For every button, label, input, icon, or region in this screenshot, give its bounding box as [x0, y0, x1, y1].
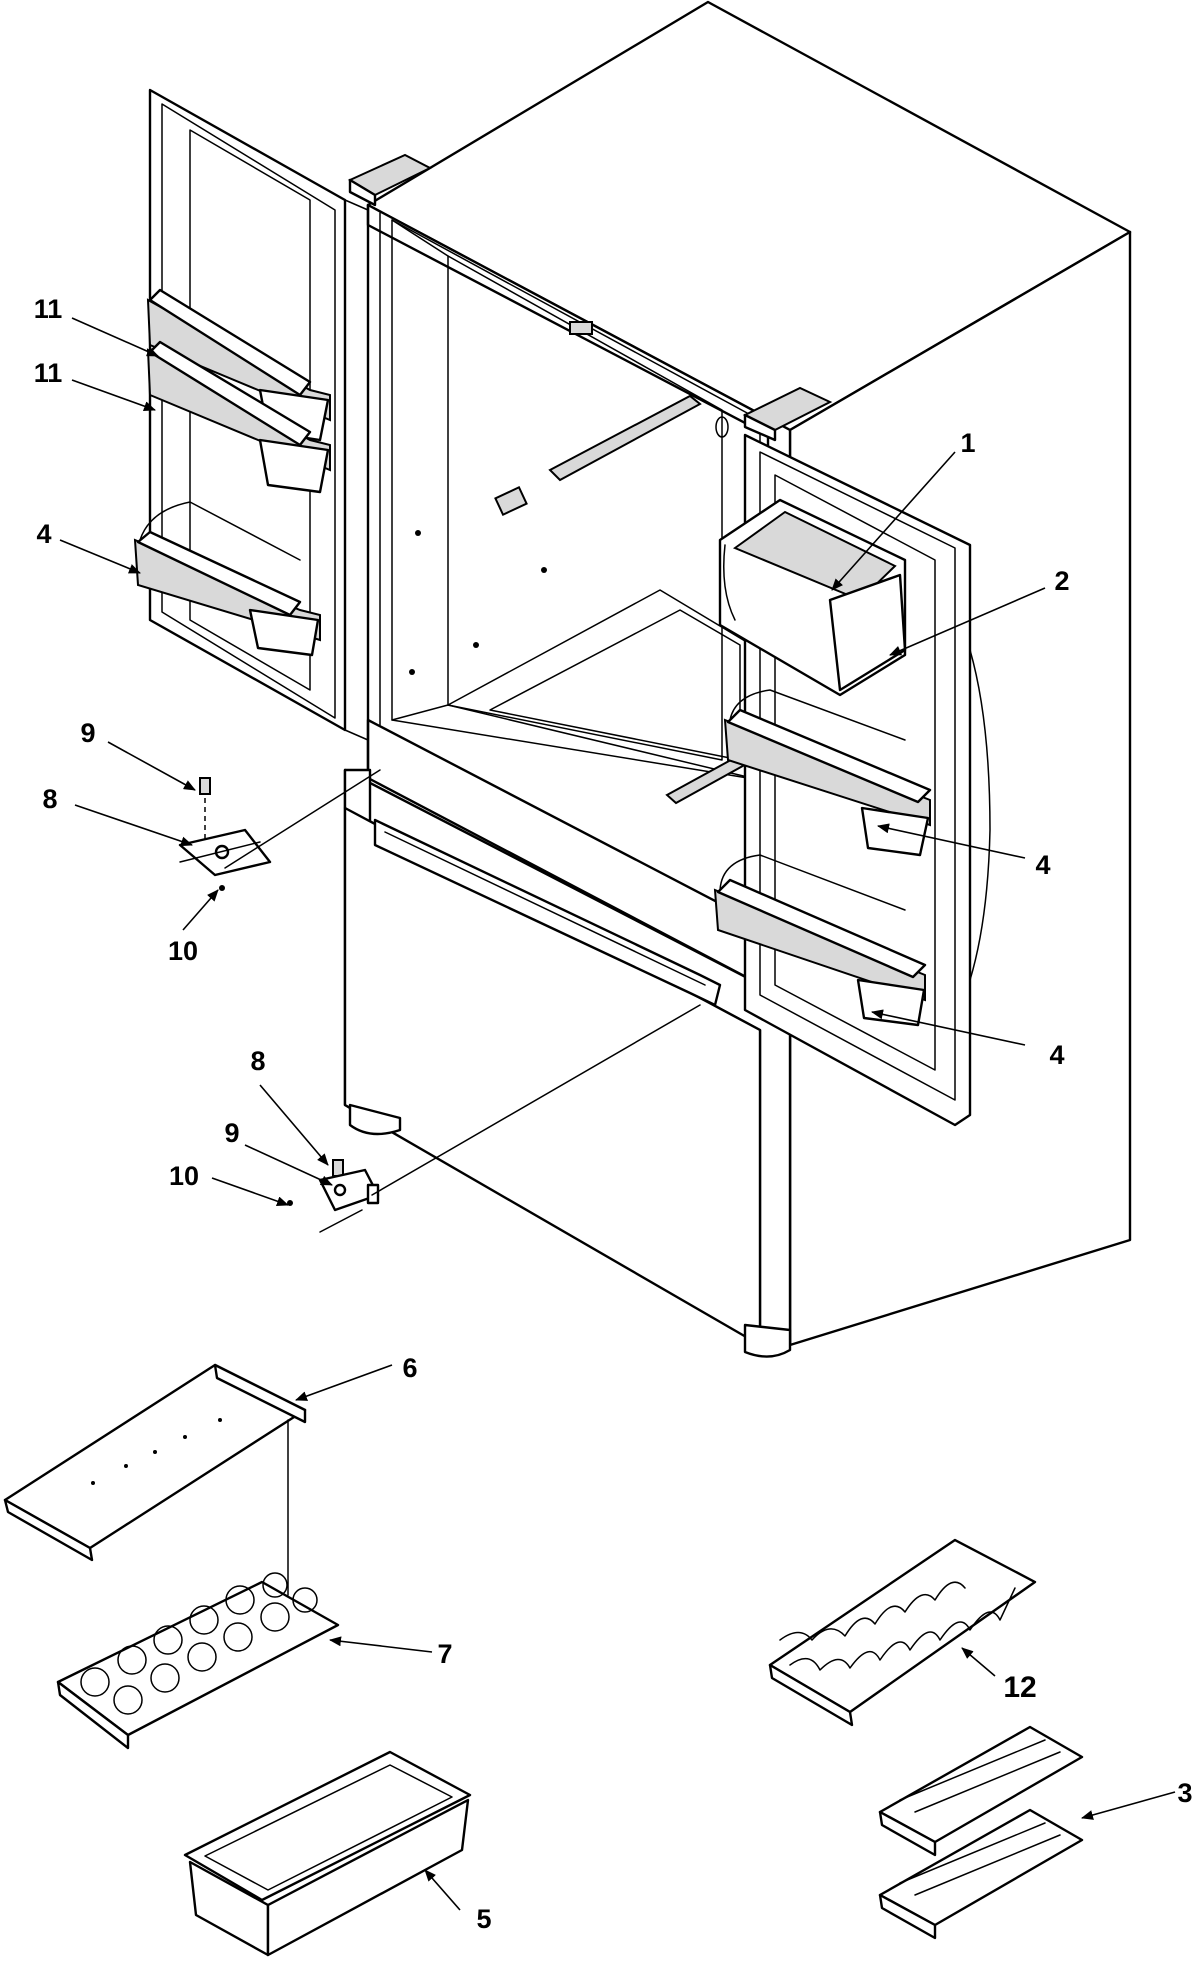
freezer-drawer — [343, 768, 792, 1358]
left-door-bin-upper — [146, 288, 331, 442]
hinge-assembly-upper — [178, 769, 381, 891]
callout-labels: 11 11 4 1 2 4 4 9 8 10 8 9 10 6 7 5 12 3 — [34, 294, 1193, 1934]
callout-8-lower: 8 — [250, 1046, 265, 1076]
callout-2: 2 — [1054, 566, 1069, 596]
top-hinge-right — [742, 386, 833, 442]
callout-6: 6 — [402, 1353, 417, 1383]
callout-10-upper: 10 — [168, 936, 198, 966]
callout-9-lower: 9 — [224, 1118, 239, 1148]
left-door-bins — [133, 288, 331, 657]
callout-7: 7 — [437, 1639, 452, 1669]
callout-3: 3 — [1177, 1778, 1192, 1808]
right-door-bin-lower — [713, 854, 927, 1027]
callout-8-upper: 8 — [42, 784, 57, 814]
callout-1: 1 — [960, 428, 975, 458]
storage-bin — [183, 1750, 472, 1957]
callout-11-lower: 11 — [34, 358, 63, 388]
can-rack — [768, 1538, 1037, 1727]
callout-4-left-door: 4 — [36, 519, 51, 549]
callout-5: 5 — [476, 1904, 491, 1934]
callout-12: 12 — [1003, 1671, 1036, 1704]
callout-4-right-lower: 4 — [1049, 1040, 1064, 1070]
right-door-bin-upper — [723, 689, 932, 857]
egg-tray — [56, 1572, 340, 1750]
callout-10-lower: 10 — [169, 1161, 199, 1191]
crisper-cover — [3, 1363, 307, 1596]
hinge-assembly-lower — [287, 1004, 701, 1233]
callout-4-right-upper: 4 — [1035, 850, 1050, 880]
callout-9-upper: 9 — [80, 718, 95, 748]
right-door-dairy-bin — [718, 498, 907, 697]
left-door-bin-lower — [133, 501, 321, 657]
ice-cube-trays — [878, 1725, 1084, 1940]
leader-lines — [59, 317, 1176, 1911]
left-door-bin-middle — [146, 340, 331, 494]
callout-11-upper: 11 — [34, 294, 63, 324]
top-hinge-left — [347, 153, 433, 207]
